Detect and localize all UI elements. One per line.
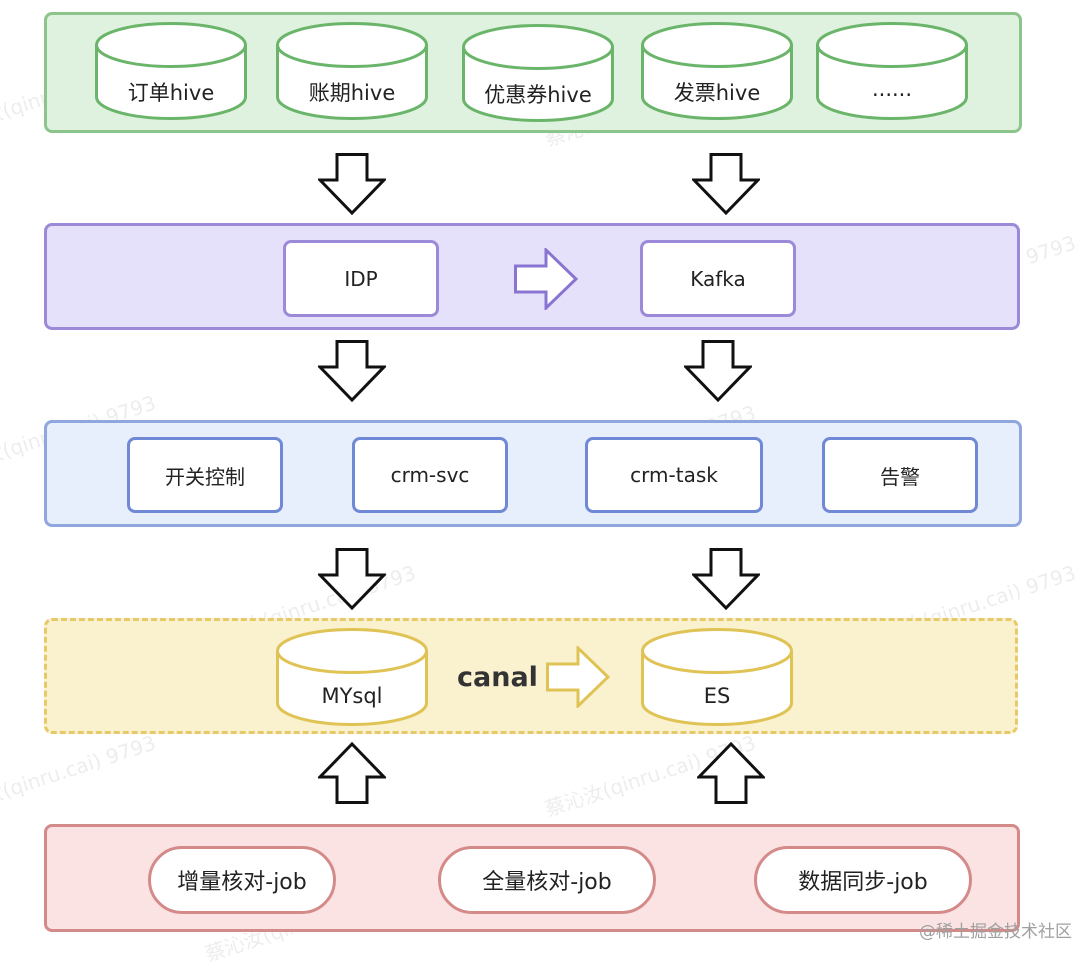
kafka-box: Kafka: [640, 240, 796, 317]
arrow-up-icon: [697, 742, 765, 804]
alarm-box: 告警: [822, 437, 978, 513]
arrow-up-icon: [318, 742, 386, 804]
database-icon: [641, 628, 793, 726]
arrow-down-icon: [318, 340, 386, 402]
full-check-job: 全量核对-job: [438, 846, 656, 914]
mysql-cylinder: MYsql: [276, 628, 428, 726]
storage-layer: [44, 618, 1018, 734]
arrow-down-icon: [692, 153, 760, 215]
hive-cylinder-invoice: 发票hive: [641, 22, 793, 120]
database-icon: [95, 22, 247, 120]
database-icon: [276, 628, 428, 726]
footer-credit: @稀土掘金技术社区: [919, 922, 1072, 942]
hive-label: 账期hive: [308, 81, 396, 105]
arrow-down-icon: [684, 340, 752, 402]
switch-control-box: 开关控制: [127, 437, 283, 513]
incremental-check-job: 增量核对-job: [148, 846, 336, 914]
arrow-right-icon: [514, 248, 578, 310]
hive-cylinder-more: ......: [816, 22, 968, 120]
hive-label: 订单hive: [127, 81, 215, 105]
arrow-down-icon: [318, 153, 386, 215]
database-icon: [816, 22, 968, 120]
arrow-right-icon: [546, 646, 610, 708]
arrow-down-icon: [318, 548, 386, 610]
es-cylinder: ES: [641, 628, 793, 726]
watermark: 蔡沁汝(qinru.cai) 9793: [0, 730, 159, 822]
database-icon: [462, 24, 614, 122]
hive-label: ......: [871, 77, 913, 101]
hive-cylinder-order: 订单hive: [95, 22, 247, 120]
database-icon: [276, 22, 428, 120]
data-sync-job: 数据同步-job: [754, 846, 972, 914]
hive-label: 优惠券hive: [484, 83, 592, 107]
database-icon: [641, 22, 793, 120]
mysql-label: MYsql: [321, 684, 383, 708]
hive-label: 发票hive: [673, 81, 761, 105]
crm-svc-box: crm-svc: [352, 437, 508, 513]
crm-task-box: crm-task: [585, 437, 763, 513]
arrow-down-icon: [692, 548, 760, 610]
idp-box: IDP: [283, 240, 439, 317]
hive-cylinder-billing: 账期hive: [276, 22, 428, 120]
hive-cylinder-coupon: 优惠券hive: [462, 24, 614, 122]
canal-label: canal: [457, 662, 538, 693]
es-label: ES: [703, 684, 731, 708]
